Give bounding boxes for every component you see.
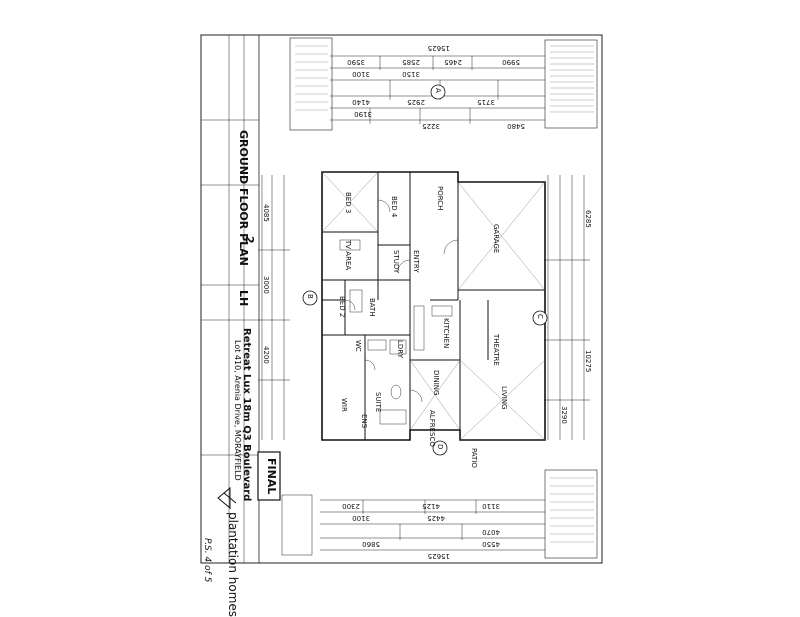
dim-top-i: 3715: [477, 98, 495, 106]
grid-marker-a: [430, 84, 446, 100]
dim-left-c: 4200: [262, 346, 270, 364]
dimension-lines-left: [258, 175, 290, 440]
grid-marker-b: [302, 290, 318, 306]
site-address: Lot 410, Arenia Drive, MORAYFIELD: [233, 340, 242, 481]
dim-left-b: 3000: [262, 276, 270, 294]
grid-marker-d: [432, 440, 448, 456]
final-stamp: [257, 451, 281, 501]
dim-top-a: 3590: [347, 58, 365, 66]
room-dining: DINING: [432, 370, 440, 396]
sheet-number: 2: [243, 236, 256, 244]
room-porch: PORCH: [436, 186, 444, 211]
room-study: STUDY: [392, 250, 400, 274]
dim-bot-h: 4550: [482, 540, 500, 548]
grid-markers: [302, 84, 548, 456]
dim-top-g: 4140: [352, 98, 370, 106]
room-laundry: LDRY: [396, 340, 404, 358]
door-swings: [344, 199, 459, 403]
handing-label: LH: [237, 290, 250, 307]
room-bed-3: BED 3: [344, 192, 352, 214]
dim-top-f: 3150: [402, 70, 420, 78]
dim-bot-e: 4425: [427, 514, 445, 522]
room-living: LIVING: [500, 386, 508, 410]
room-wc: WC: [354, 340, 362, 352]
grid-marker-a-label: A: [434, 88, 442, 93]
dim-bot-b: 4125: [422, 502, 440, 510]
room-kitchen: KITCHEN: [442, 318, 450, 349]
internal-walls: [322, 172, 545, 440]
garage-hatch: [321, 171, 546, 441]
dim-top-k: 3225: [422, 122, 440, 130]
fixtures: [339, 239, 453, 425]
grid-marker-b-label: B: [306, 294, 314, 299]
room-theatre: THEATRE: [492, 334, 500, 366]
brand-name: plantation homes: [226, 512, 240, 617]
notes-box-top-right: [544, 39, 598, 129]
room-entry: ENTRY: [412, 250, 420, 273]
room-suite: SUITE: [374, 392, 382, 413]
dim-bot-f: 4070: [482, 528, 500, 536]
room-ensuite: ENS: [360, 414, 368, 429]
dim-top-l: 5480: [507, 122, 525, 130]
room-wir: WIR: [340, 398, 348, 412]
drawing-sheet: GROUND FLOOR PLAN 2 LH Retreat Lux 18m Q…: [200, 34, 603, 617]
dim-right-b: 10275: [584, 350, 592, 373]
dim-top-j: 3190: [354, 110, 372, 118]
room-garage: GARAGE: [492, 224, 500, 254]
dim-top-c: 2465: [444, 58, 462, 66]
dim-right-c: 3290: [560, 406, 568, 424]
room-tv-area: TV AREA: [344, 240, 352, 271]
room-bed-4: BED 4: [390, 196, 398, 218]
grid-marker-d-label: D: [436, 444, 444, 450]
floor-plan-drawing: [200, 34, 603, 564]
notes-box-bottom-left: [281, 494, 313, 556]
title-block: [200, 34, 260, 564]
final-stamp-text: FINAL: [265, 458, 278, 495]
dim-top-h: 2925: [407, 98, 425, 106]
notes-box-top-left: [289, 37, 333, 131]
room-bath: BATH: [368, 298, 376, 317]
dim-top-e: 3100: [352, 70, 370, 78]
brand-logo-mark: [217, 486, 237, 510]
grid-marker-c-label: C: [536, 314, 544, 319]
dim-top-d: 5990: [502, 58, 520, 66]
room-alfresco: ALFRESCO: [428, 410, 436, 447]
room-patio: PATIO: [470, 448, 478, 468]
notes-box-bottom-right: [544, 469, 598, 559]
dim-bot-d: 3100: [352, 514, 370, 522]
dim-right-a: 6285: [584, 210, 592, 228]
dimension-lines-bottom: [320, 499, 545, 551]
dimension-lines-right: [544, 175, 590, 440]
dim-left-a: 4085: [262, 204, 270, 222]
drawing-title: GROUND FLOOR PLAN: [237, 130, 250, 266]
room-bed-2: BED 2: [338, 296, 346, 318]
dim-bot-g: 5860: [362, 540, 380, 548]
dim-bot-c: 3110: [482, 502, 500, 510]
design-name: Retreat Lux 18m Q3 Boulevard: [241, 328, 252, 502]
dim-bot-a: 2300: [342, 502, 360, 510]
dim-top-b: 2585: [402, 58, 420, 66]
dim-overall-top: 15625: [427, 44, 450, 52]
dimension-lines-top: [330, 55, 545, 124]
grid-marker-c: [532, 310, 548, 326]
dim-overall-bottom: 15625: [427, 552, 450, 560]
corner-note: P.S. 4 of 5: [202, 538, 212, 583]
